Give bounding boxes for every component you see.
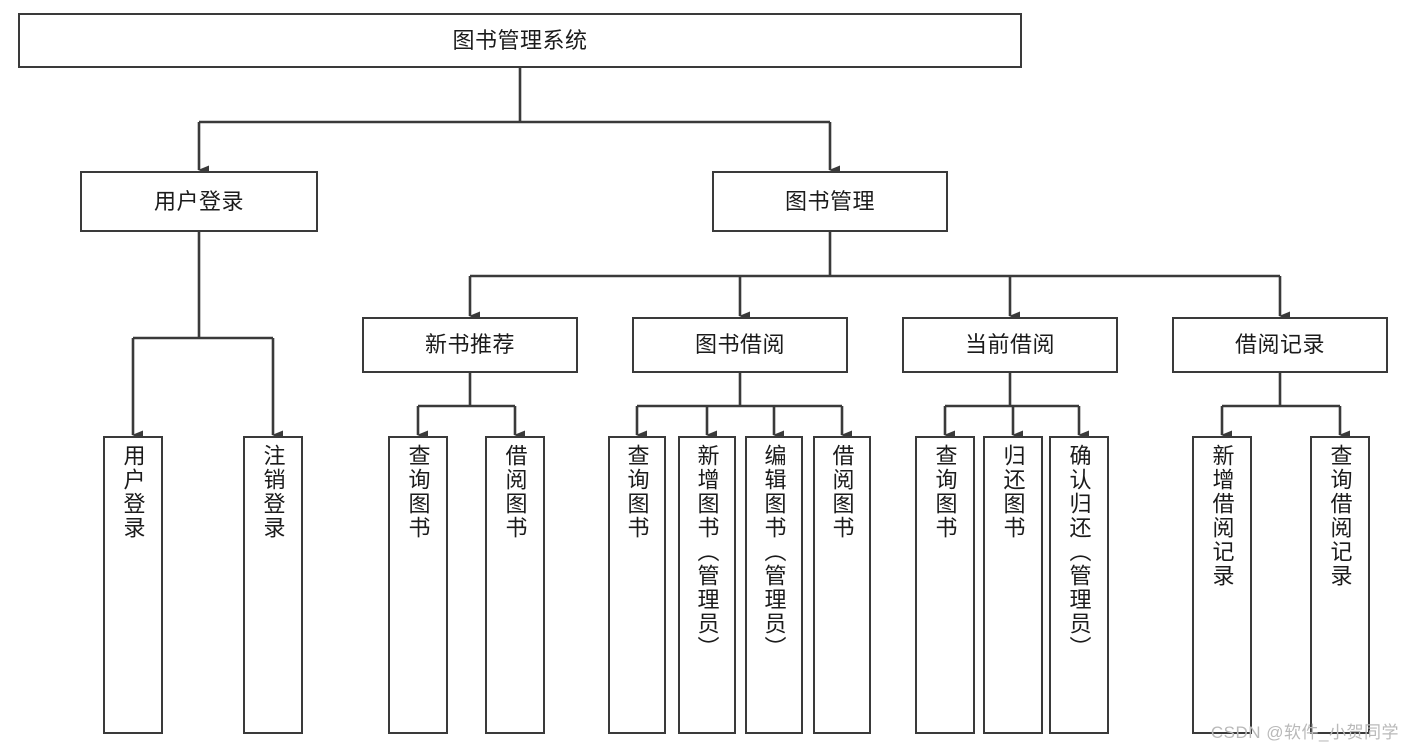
node-new-book-recommend[interactable]: 新书推荐 xyxy=(362,317,578,373)
node-leaf-edit-book[interactable]: 编辑图书（管理员） xyxy=(745,436,803,734)
node-label: 编辑图书（管理员） xyxy=(761,444,787,660)
node-leaf-logout[interactable]: 注销登录 xyxy=(243,436,303,734)
node-label: 归还图书 xyxy=(1000,444,1026,540)
node-label: 新增图书（管理员） xyxy=(694,444,720,660)
node-leaf-query-record[interactable]: 查询借阅记录 xyxy=(1310,436,1370,734)
node-user-login[interactable]: 用户登录 xyxy=(80,171,318,232)
node-leaf-borrow-book-a[interactable]: 借阅图书 xyxy=(485,436,545,734)
node-label: 查询图书 xyxy=(932,444,958,540)
node-leaf-return-book[interactable]: 归还图书 xyxy=(983,436,1043,734)
node-leaf-add-record[interactable]: 新增借阅记录 xyxy=(1192,436,1252,734)
node-label: 当前借阅 xyxy=(964,332,1055,358)
node-label: 图书借阅 xyxy=(694,332,785,358)
node-label: 注销登录 xyxy=(260,444,286,540)
node-leaf-query-book-c[interactable]: 查询图书 xyxy=(915,436,975,734)
node-label: 新增借阅记录 xyxy=(1209,444,1235,588)
node-label: 查询图书 xyxy=(405,444,431,540)
node-label: 新书推荐 xyxy=(424,332,515,358)
node-leaf-query-book-b[interactable]: 查询图书 xyxy=(608,436,666,734)
node-label: 图书管理 xyxy=(784,188,875,214)
node-label: 查询借阅记录 xyxy=(1327,444,1353,588)
node-leaf-user-login[interactable]: 用户登录 xyxy=(103,436,163,734)
node-book-manage[interactable]: 图书管理 xyxy=(712,171,948,232)
node-borrow-record[interactable]: 借阅记录 xyxy=(1172,317,1388,373)
node-label: 用户登录 xyxy=(153,188,244,214)
node-label: 借阅图书 xyxy=(502,444,528,540)
node-root[interactable]: 图书管理系统 xyxy=(18,13,1022,68)
node-leaf-query-book-a[interactable]: 查询图书 xyxy=(388,436,448,734)
node-label: 借阅记录 xyxy=(1234,332,1325,358)
node-label: 确认归还（管理员） xyxy=(1066,444,1092,660)
node-book-borrow[interactable]: 图书借阅 xyxy=(632,317,848,373)
node-label: 借阅图书 xyxy=(829,444,855,540)
node-label: 用户登录 xyxy=(120,444,146,540)
node-label: 查询图书 xyxy=(624,444,650,540)
watermark-text: CSDN @软件_小贺同学 xyxy=(1210,723,1399,742)
node-leaf-confirm-return[interactable]: 确认归还（管理员） xyxy=(1049,436,1109,734)
node-leaf-add-book[interactable]: 新增图书（管理员） xyxy=(678,436,736,734)
node-label: 图书管理系统 xyxy=(452,27,588,53)
node-leaf-borrow-book-b[interactable]: 借阅图书 xyxy=(813,436,871,734)
node-current-borrow[interactable]: 当前借阅 xyxy=(902,317,1118,373)
